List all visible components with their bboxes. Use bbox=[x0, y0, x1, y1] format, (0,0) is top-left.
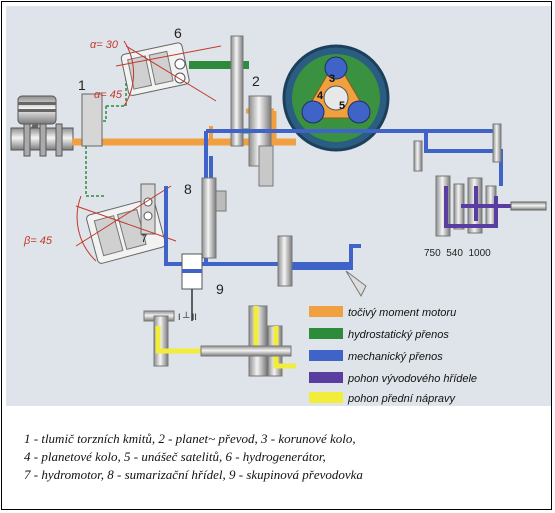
gear-switch-label: I ┴ II bbox=[178, 311, 197, 322]
label-2: 2 bbox=[252, 73, 260, 89]
legend-label-hydro: hydrostatický přenos bbox=[348, 329, 449, 341]
planetary-ring-gear bbox=[282, 44, 390, 152]
figure-caption: 1 - tlumič torzních kmitů, 2 - planet~ p… bbox=[24, 430, 544, 484]
range-gearbox-9 bbox=[181, 253, 203, 321]
legend-swatch-mech bbox=[309, 350, 343, 361]
legend-swatch-hydro bbox=[309, 328, 343, 339]
legend-label-front: pohon přední nápravy bbox=[347, 393, 457, 405]
label-9: 9 bbox=[216, 281, 224, 297]
pto-speed-labels: 750 540 1000 bbox=[424, 248, 491, 259]
legend-label-engine: točivý moment motoru bbox=[348, 307, 456, 319]
gear-disc bbox=[230, 35, 244, 147]
swashplate-angle-lines bbox=[75, 40, 222, 262]
label-1: 1 bbox=[78, 77, 86, 93]
caption-line-1: 1 - tlumič torzních kmitů, 2 - planet~ p… bbox=[24, 431, 356, 446]
label-5: 5 bbox=[339, 100, 345, 112]
crankshaft bbox=[10, 123, 74, 157]
label-4: 4 bbox=[317, 90, 324, 102]
label-7: 7 bbox=[141, 233, 147, 245]
label-8: 8 bbox=[184, 181, 192, 197]
alpha-30-label: α= 30 bbox=[90, 39, 119, 51]
rear-axle-output bbox=[277, 235, 367, 298]
legend: točivý moment motoru hydrostatický přeno… bbox=[309, 306, 477, 405]
caption-line-2: 4 - planetové kolo, 5 - unášeč satelitů,… bbox=[24, 449, 326, 464]
legend-swatch-front bbox=[309, 392, 343, 403]
pto-gearbox bbox=[435, 175, 547, 237]
hydrogenerator-6 bbox=[120, 42, 249, 96]
alpha-45-label: α= 45 bbox=[94, 89, 123, 101]
planetary-gear-2 bbox=[248, 95, 274, 187]
legend-label-pto: pohon vývodového hřídele bbox=[347, 373, 477, 385]
transmission-diagram: 1 2 6 7 8 9 3 4 5 α= 30 α= 45 β= 45 750 … bbox=[6, 6, 551, 406]
front-axle-drive bbox=[143, 305, 296, 377]
torsion-damper-1 bbox=[81, 93, 103, 147]
hydromotor-7 bbox=[86, 183, 166, 264]
transmission-schematic: 1 2 6 7 8 9 3 4 5 α= 30 α= 45 β= 45 750 … bbox=[10, 25, 547, 405]
legend-swatch-engine bbox=[309, 306, 343, 317]
label-3: 3 bbox=[329, 73, 335, 85]
rear-output-gears bbox=[413, 123, 502, 172]
summation-shaft-8 bbox=[201, 177, 227, 259]
caption-line-3: 7 - hydromotor, 8 - sumarizační hřídel, … bbox=[24, 467, 363, 482]
legend-swatch-pto bbox=[309, 372, 343, 383]
label-6: 6 bbox=[174, 25, 182, 41]
legend-label-mech: mechanický přenos bbox=[348, 351, 443, 363]
beta-45-label: β= 45 bbox=[23, 235, 53, 247]
